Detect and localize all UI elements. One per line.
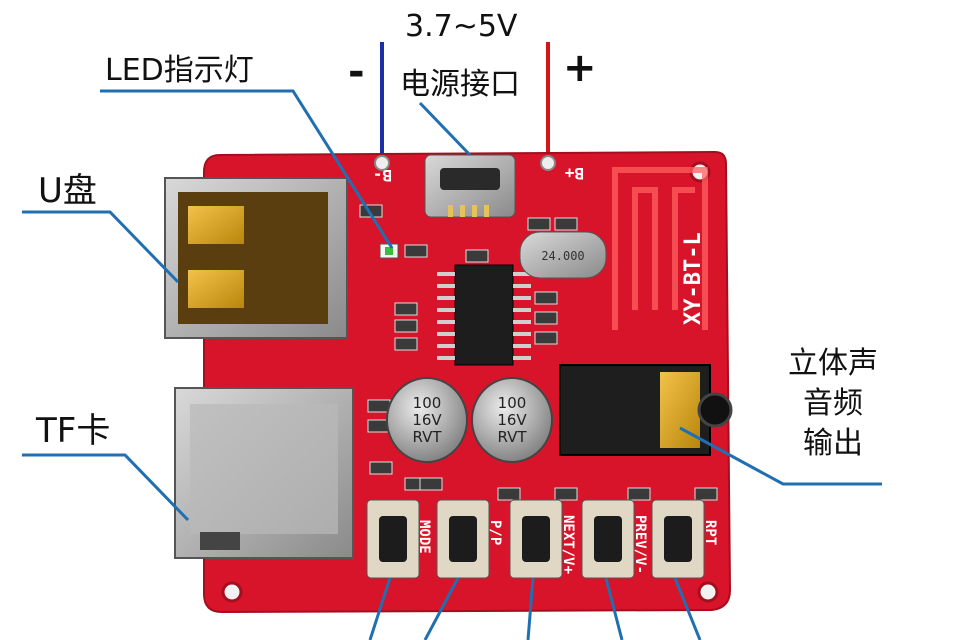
svg-text:16V: 16V — [412, 411, 442, 429]
silk-pp: P/P — [487, 520, 503, 545]
silk-b-plus: B+ — [564, 164, 584, 183]
button-pp — [436, 499, 490, 579]
audio-output-label: 立体声 音频 输出 — [778, 344, 888, 464]
mount-hole — [697, 581, 719, 603]
capacitor-right: 100 16V RVT — [471, 377, 553, 463]
svg-text:RVT: RVT — [497, 428, 527, 446]
audio-output-line1: 立体声 — [788, 346, 878, 381]
capacitor-left: 100 16V RVT — [386, 377, 468, 463]
callout-line-rpt — [673, 577, 702, 640]
silk-rpt: RPT — [702, 520, 718, 545]
button-prev — [581, 499, 635, 579]
callout-line-prev — [604, 577, 624, 640]
antenna-trace — [612, 167, 708, 330]
button-mode — [366, 499, 420, 579]
callout-line-mode — [368, 577, 392, 640]
voltage-label: 3.7~5V — [405, 9, 518, 44]
audio-output-line3: 输出 — [803, 426, 863, 461]
svg-text:100: 100 — [413, 394, 442, 412]
mount-hole — [221, 581, 243, 603]
svg-text:100: 100 — [498, 394, 527, 412]
crystal-text: 24.000 — [541, 249, 584, 263]
b-minus-pad — [374, 155, 390, 171]
power-port-label: 电源接口 — [400, 67, 520, 102]
button-rpt — [651, 499, 705, 579]
minus-sign: - — [348, 49, 365, 95]
main-chip — [454, 264, 514, 366]
b-plus-pad — [540, 155, 556, 171]
silk-b-minus: B- — [373, 166, 392, 185]
callout-line-led — [100, 89, 394, 249]
callout-line-power — [418, 101, 472, 157]
crystal-oscillator — [519, 231, 607, 279]
audio-output-line2: 音频 — [803, 386, 863, 421]
silk-next: NEXT/V+ — [560, 515, 576, 574]
callout-line-usb — [22, 210, 180, 284]
silk-board-name: XY-BT-L — [681, 232, 706, 325]
led-indicator-label: LED指示灯 — [105, 53, 254, 88]
callout-line-next — [526, 577, 535, 640]
svg-text:RVT: RVT — [412, 428, 442, 446]
silk-mode: MODE — [416, 520, 432, 554]
button-next — [509, 499, 563, 579]
tf-card-label: TF卡 — [36, 411, 111, 451]
svg-text:16V: 16V — [497, 411, 527, 429]
callout-line-pp — [423, 577, 460, 640]
plus-sign: + — [563, 45, 597, 91]
callout-line-audio — [679, 426, 882, 486]
usb-drive-label: U盘 — [38, 171, 97, 211]
silk-prev: PREV/V- — [632, 515, 648, 574]
audio-jack — [559, 364, 733, 456]
callout-line-tf — [22, 453, 190, 522]
